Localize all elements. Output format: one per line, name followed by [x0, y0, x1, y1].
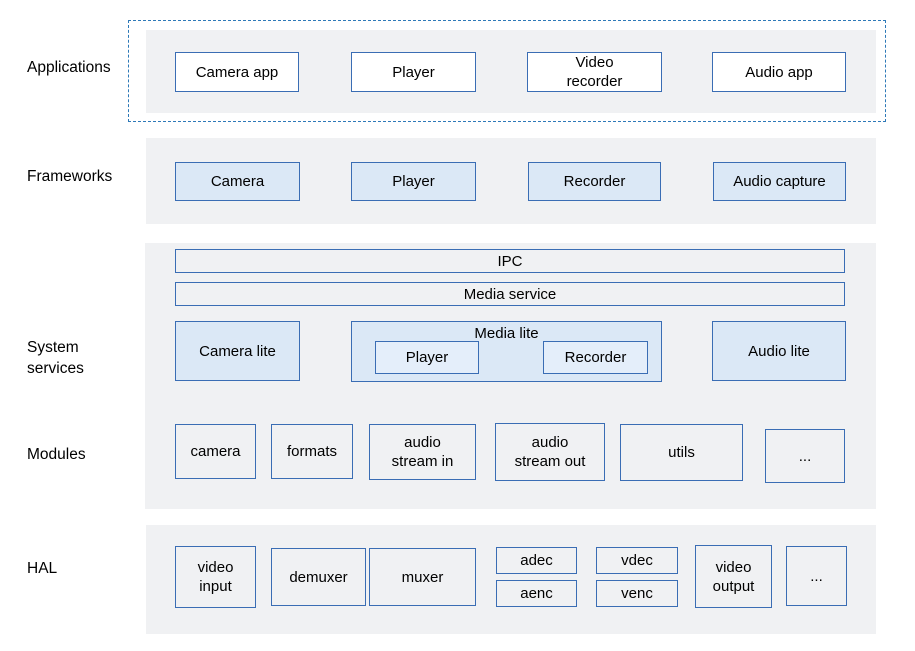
media-service-bar: Media service [175, 282, 845, 306]
module-box-audio-stream-out: audio stream out [495, 423, 605, 481]
camera-lite-box: Camera lite [175, 321, 300, 381]
hal-box-aenc: aenc [496, 580, 577, 607]
module-box-camera: camera [175, 424, 256, 479]
ipc-bar: IPC [175, 249, 845, 273]
media-lite-label: Media lite [474, 325, 539, 342]
framework-box-audio-capture: Audio capture [713, 162, 846, 201]
hal-box-video-output: video output [695, 545, 772, 608]
framework-box-camera: Camera [175, 162, 300, 201]
app-box-player: Player [351, 52, 476, 92]
hal-box-adec: adec [496, 547, 577, 574]
app-box-video-recorder: Video recorder [527, 52, 662, 92]
layer-label-modules: Modules [27, 446, 86, 463]
media-lite-player-box: Player [375, 341, 479, 374]
module-box-utils: utils [620, 424, 743, 481]
app-box-audio-app: Audio app [712, 52, 846, 92]
hal-box-video-input: video input [175, 546, 256, 608]
hal-box-venc: venc [596, 580, 678, 607]
applications-dashed-frame [128, 20, 886, 122]
framework-box-recorder: Recorder [528, 162, 661, 201]
media-lite-recorder-box: Recorder [543, 341, 648, 374]
layer-label-applications: Applications [27, 59, 111, 76]
framework-box-player: Player [351, 162, 476, 201]
layer-label-system-services: System services [27, 339, 84, 377]
hal-box-ellipsis: ... [786, 546, 847, 606]
module-box-audio-stream-in: audio stream in [369, 424, 476, 480]
hal-box-muxer: muxer [369, 548, 476, 606]
audio-lite-box: Audio lite [712, 321, 846, 381]
layer-label-frameworks: Frameworks [27, 168, 113, 185]
hal-box-demuxer: demuxer [271, 548, 366, 606]
module-box-ellipsis: ... [765, 429, 845, 483]
module-box-formats: formats [271, 424, 353, 479]
layer-label-hal: HAL [27, 560, 58, 577]
hal-box-vdec: vdec [596, 547, 678, 574]
app-box-camera-app: Camera app [175, 52, 299, 92]
hal-band [146, 525, 876, 634]
